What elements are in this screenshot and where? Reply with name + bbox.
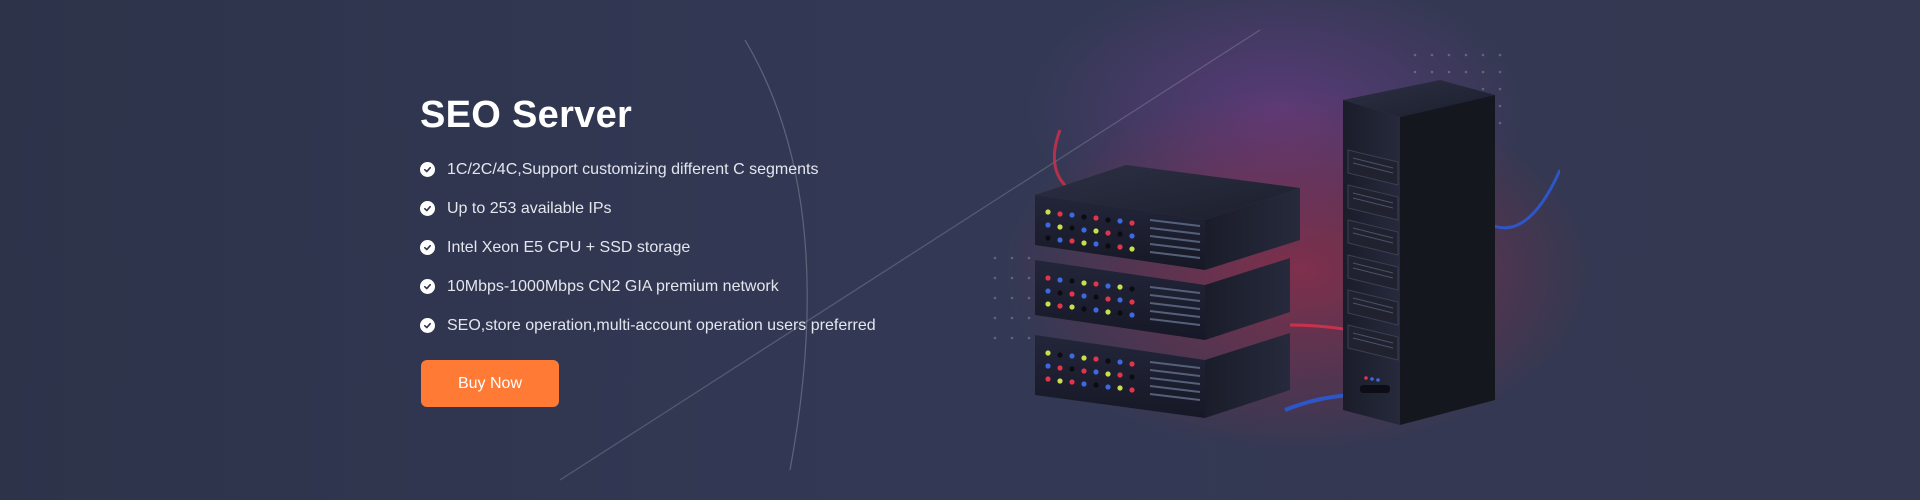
feature-item: 1C/2C/4C,Support customizing different C…	[420, 150, 980, 189]
feature-text: SEO,store operation,multi-account operat…	[447, 316, 876, 334]
check-circle-icon	[420, 279, 435, 294]
server-rack-illustration	[1035, 80, 1560, 425]
feature-text: 1C/2C/4C,Support customizing different C…	[447, 160, 819, 178]
hero-content: SEO Server 1C/2C/4C,Support customizing …	[420, 92, 980, 345]
feature-list: 1C/2C/4C,Support customizing different C…	[420, 150, 980, 345]
check-circle-icon	[420, 240, 435, 255]
feature-text: Intel Xeon E5 CPU + SSD storage	[447, 238, 691, 256]
feature-item: SEO,store operation,multi-account operat…	[420, 306, 980, 345]
page-title: SEO Server	[420, 94, 633, 136]
feature-text: 10Mbps-1000Mbps CN2 GIA premium network	[447, 277, 779, 295]
check-circle-icon	[420, 201, 435, 216]
check-circle-icon	[420, 162, 435, 177]
feature-item: 10Mbps-1000Mbps CN2 GIA premium network	[420, 267, 980, 306]
feature-text: Up to 253 available IPs	[447, 199, 612, 217]
feature-item: Up to 253 available IPs	[420, 189, 980, 228]
buy-now-button[interactable]: Buy Now	[421, 360, 559, 407]
feature-item: Intel Xeon E5 CPU + SSD storage	[420, 228, 980, 267]
check-circle-icon	[420, 318, 435, 333]
